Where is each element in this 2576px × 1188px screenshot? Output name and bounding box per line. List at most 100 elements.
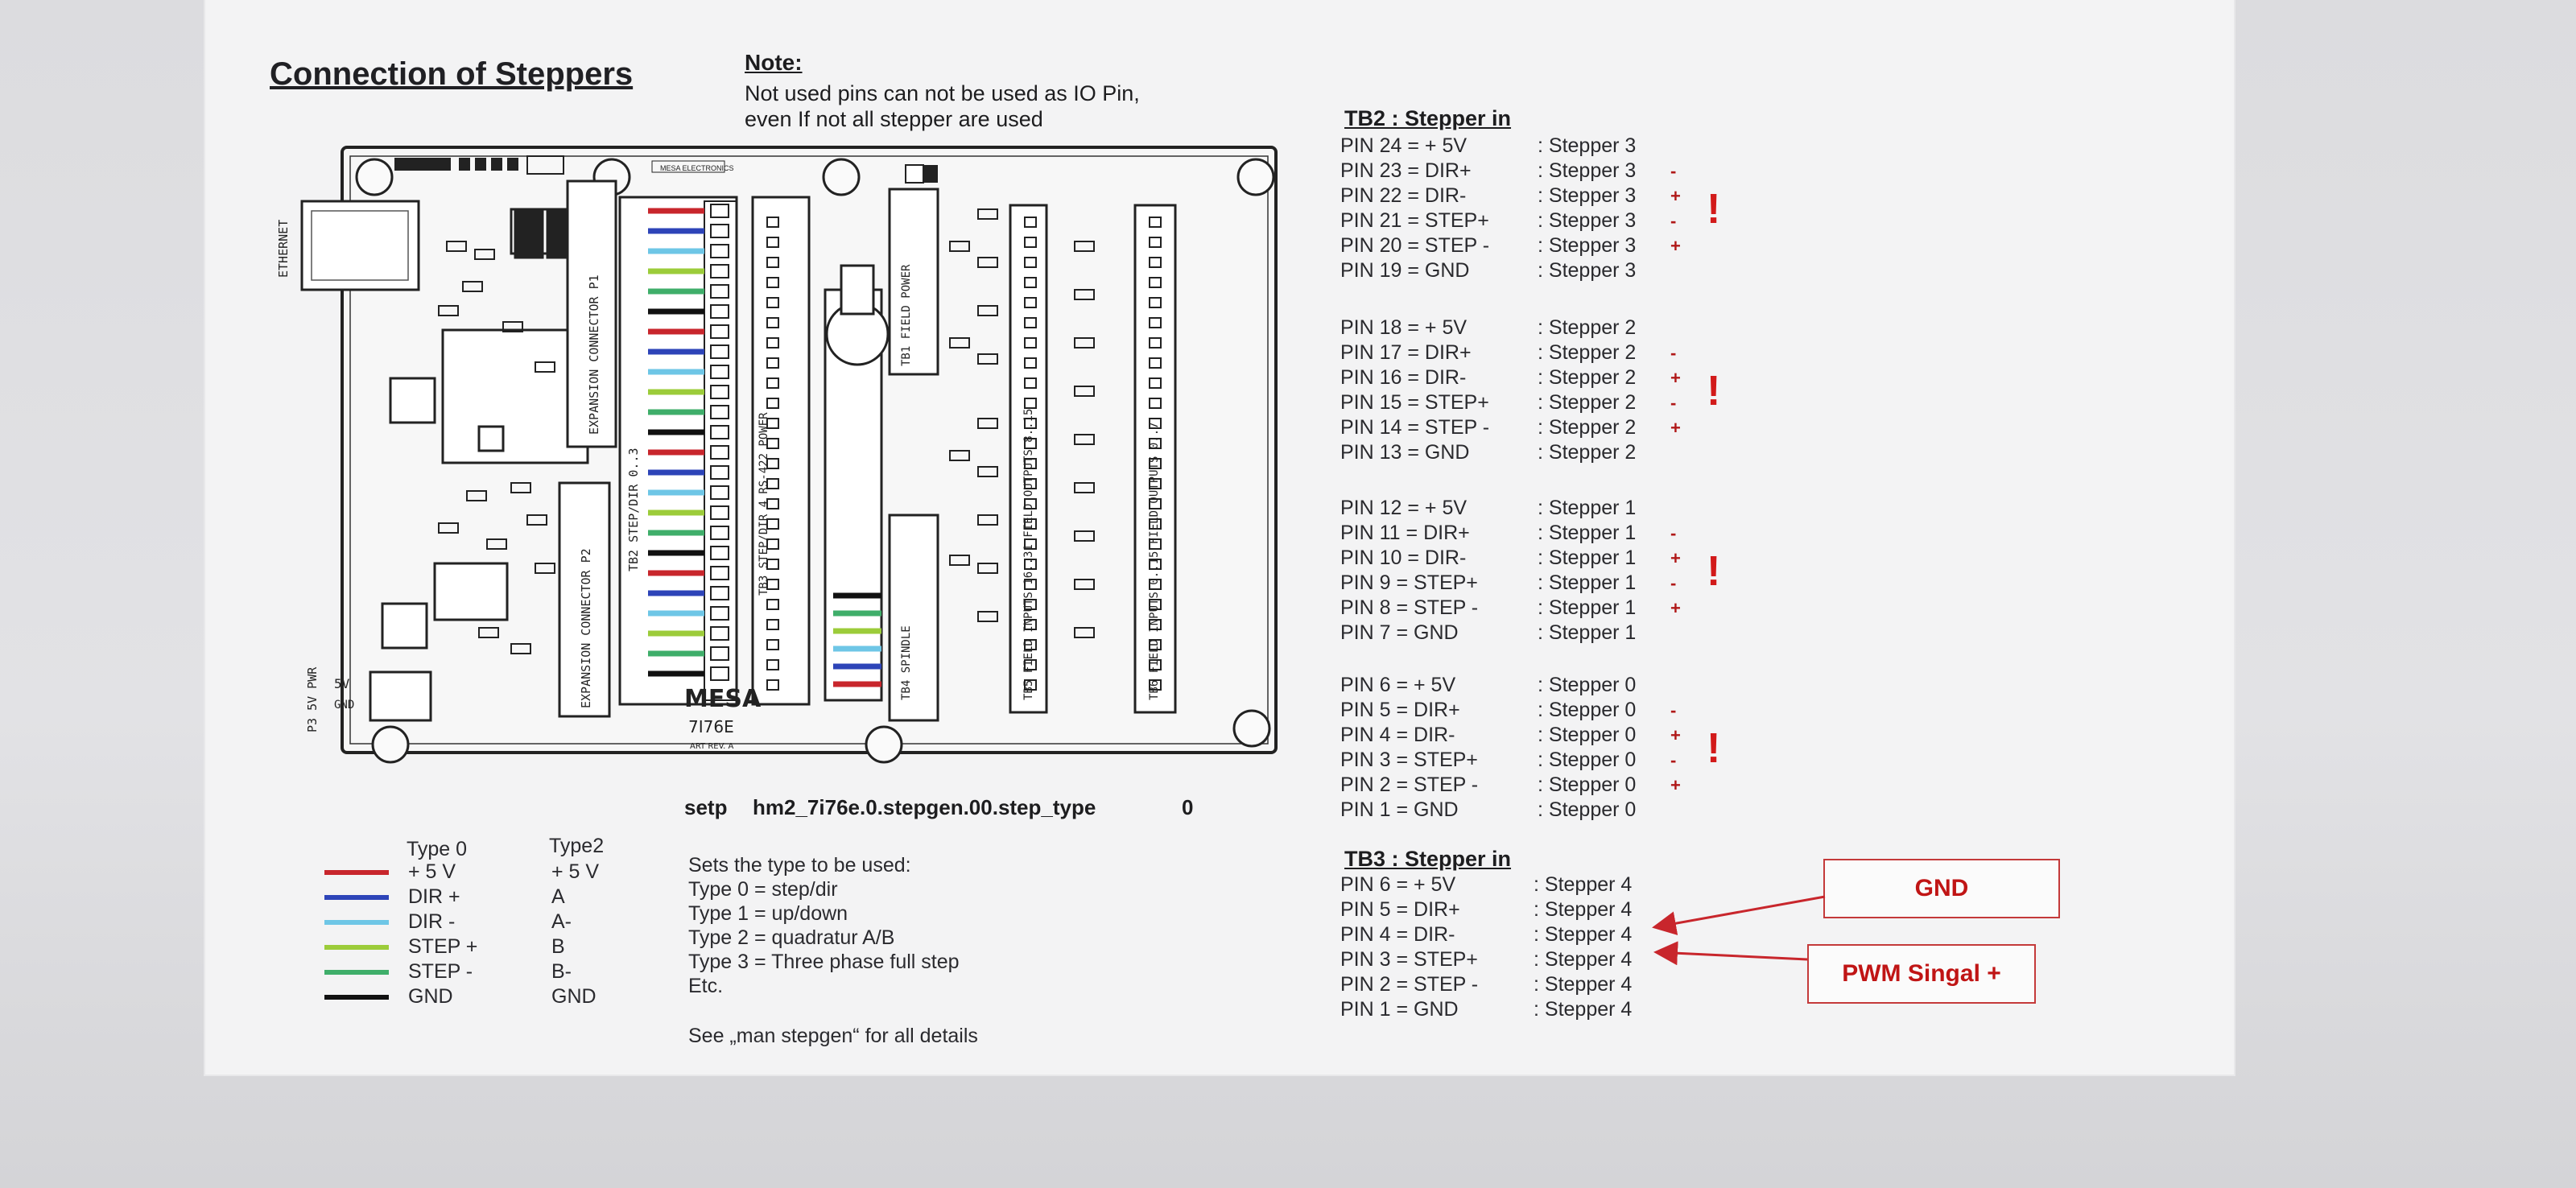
svg-text:MESA ELECTRONICS: MESA ELECTRONICS [660, 164, 734, 172]
pin-tick [766, 559, 779, 570]
step-type-line: Type 2 = quadratur A/B [688, 926, 895, 949]
tb3-pin-label: PIN 5 = DIR+ [1340, 898, 1460, 921]
tb2-pin-desc: : Stepper 0 [1538, 749, 1637, 771]
tb2-pin-desc: : Stepper 1 [1538, 571, 1637, 594]
tb2-pin-sign: - [1670, 523, 1677, 543]
monitor-screen: Connection of Steppers Note: Not used pi… [205, 0, 2234, 1075]
tb2-pin-sign: - [1670, 700, 1677, 720]
warning-exclamation: ! [1707, 368, 1721, 415]
pin-tick [1149, 237, 1162, 248]
tb2-pin-desc: : Stepper 3 [1538, 259, 1637, 282]
tb2-pin-sign: + [1670, 186, 1681, 206]
tb2-pin-label: PIN 5 = DIR+ [1340, 699, 1460, 721]
tb2-pin-sign: + [1670, 775, 1681, 795]
legend-color-swatch [324, 970, 389, 975]
smd-part [510, 482, 531, 493]
pin-tick [766, 659, 779, 670]
page-title: Connection of Steppers [270, 56, 634, 92]
tb2-screw [710, 365, 729, 379]
tb2-pin-desc: : Stepper 0 [1538, 798, 1637, 821]
smd-part [462, 281, 483, 292]
pin-tick [1149, 277, 1162, 288]
smd-part [1074, 627, 1095, 638]
pin-tick [766, 518, 779, 530]
tb2-pin-label: PIN 14 = STEP - [1340, 416, 1490, 439]
ic-components [381, 208, 589, 650]
board-rev: ART REV. A [690, 742, 734, 751]
smd-part [977, 611, 998, 622]
legend-type0-value: GND [408, 985, 453, 1008]
pin-tick [1024, 438, 1037, 449]
smd-part [502, 321, 523, 332]
tb5-label: TB5 FIELD INPUTS 16..31 FIELD OUTPUTS 8.… [1022, 409, 1035, 700]
pin-tick [1149, 559, 1162, 570]
tb2-pin-label: PIN 20 = STEP - [1340, 234, 1490, 257]
tb2-pin-sign: - [1670, 161, 1677, 181]
tb2-screw [710, 264, 729, 278]
step-type-line: Sets the type to be used: [688, 854, 911, 877]
top-components: MESA ELECTRONICS [394, 155, 938, 184]
warning-exclamation: ! [1707, 186, 1721, 233]
tb2-pin-desc: : Stepper 0 [1538, 724, 1637, 746]
smd-part [1074, 241, 1095, 252]
pin-tick [1024, 579, 1037, 590]
smd-part [949, 241, 970, 252]
smd-part [510, 643, 531, 654]
tb2-screw [710, 385, 729, 399]
pin-tick [1149, 478, 1162, 489]
tb3-heading: TB3 : Stepper in [1344, 847, 1512, 871]
legend-type2-value: A [551, 885, 565, 908]
smd-part [466, 490, 487, 501]
tb3-pin-desc: : Stepper 4 [1534, 873, 1633, 896]
tb2-pin-label: PIN 4 = DIR- [1340, 724, 1455, 746]
tb2-pin-desc: : Stepper 2 [1538, 341, 1637, 364]
tb2-screw [710, 526, 729, 540]
pin-tick [1024, 599, 1037, 610]
tb2-screw [710, 284, 729, 299]
pin-tick [1149, 579, 1162, 590]
tb2-pin-label: PIN 10 = DIR- [1340, 547, 1467, 569]
tb3-pin-desc: : Stepper 4 [1534, 998, 1633, 1021]
pin-tick [1024, 639, 1037, 650]
tb2-pin-label: PIN 13 = GND [1340, 441, 1470, 464]
pin-tick [1149, 639, 1162, 650]
pwr-label: P3 5V PWR [305, 666, 320, 732]
smd-part [438, 522, 459, 534]
tb2-pin-label: PIN 16 = DIR- [1340, 366, 1467, 389]
tb2-screw [710, 344, 729, 359]
pwr-5v-label: 5V [334, 676, 350, 691]
smd-part [977, 353, 998, 365]
tb2-pin-label: PIN 8 = STEP - [1340, 596, 1479, 619]
pin-tick [1024, 277, 1037, 288]
tb2-screw [710, 666, 729, 681]
pin-tick [766, 257, 779, 268]
pin-tick [766, 317, 779, 328]
pin-tick [1024, 377, 1037, 389]
pin-tick [766, 478, 779, 489]
pin-tick [766, 438, 779, 449]
pin-tick [1149, 679, 1162, 691]
smd-part [1074, 289, 1095, 300]
setp-keyword: setp [684, 795, 728, 819]
legend-color-swatch [324, 995, 389, 1000]
legend-type2-header: Type2 [549, 835, 605, 857]
pin-tick [1024, 478, 1037, 489]
tb2-pin-sign: - [1670, 343, 1677, 363]
pin-tick [1024, 418, 1037, 429]
tb2-pin-sign: - [1670, 211, 1677, 231]
tb2-pin-label: PIN 12 = + 5V [1340, 497, 1468, 519]
smd-part [977, 257, 998, 268]
pin-tick [766, 277, 779, 288]
pin-tick [1149, 217, 1162, 228]
p1-label: EXPANSION CONNECTOR P1 [587, 274, 601, 435]
tb2-pin-sign: - [1670, 573, 1677, 593]
ethernet-jack [300, 200, 420, 291]
tb2-pin-desc: : Stepper 2 [1538, 316, 1637, 339]
tb2-screw [710, 465, 729, 480]
smd-part [1074, 579, 1095, 590]
tb2-screw [710, 405, 729, 419]
legend-color-swatch [324, 895, 389, 900]
tb2-screw [710, 626, 729, 641]
tb2-pin-label: PIN 17 = DIR+ [1340, 341, 1472, 364]
legend-color-swatch [324, 870, 389, 875]
